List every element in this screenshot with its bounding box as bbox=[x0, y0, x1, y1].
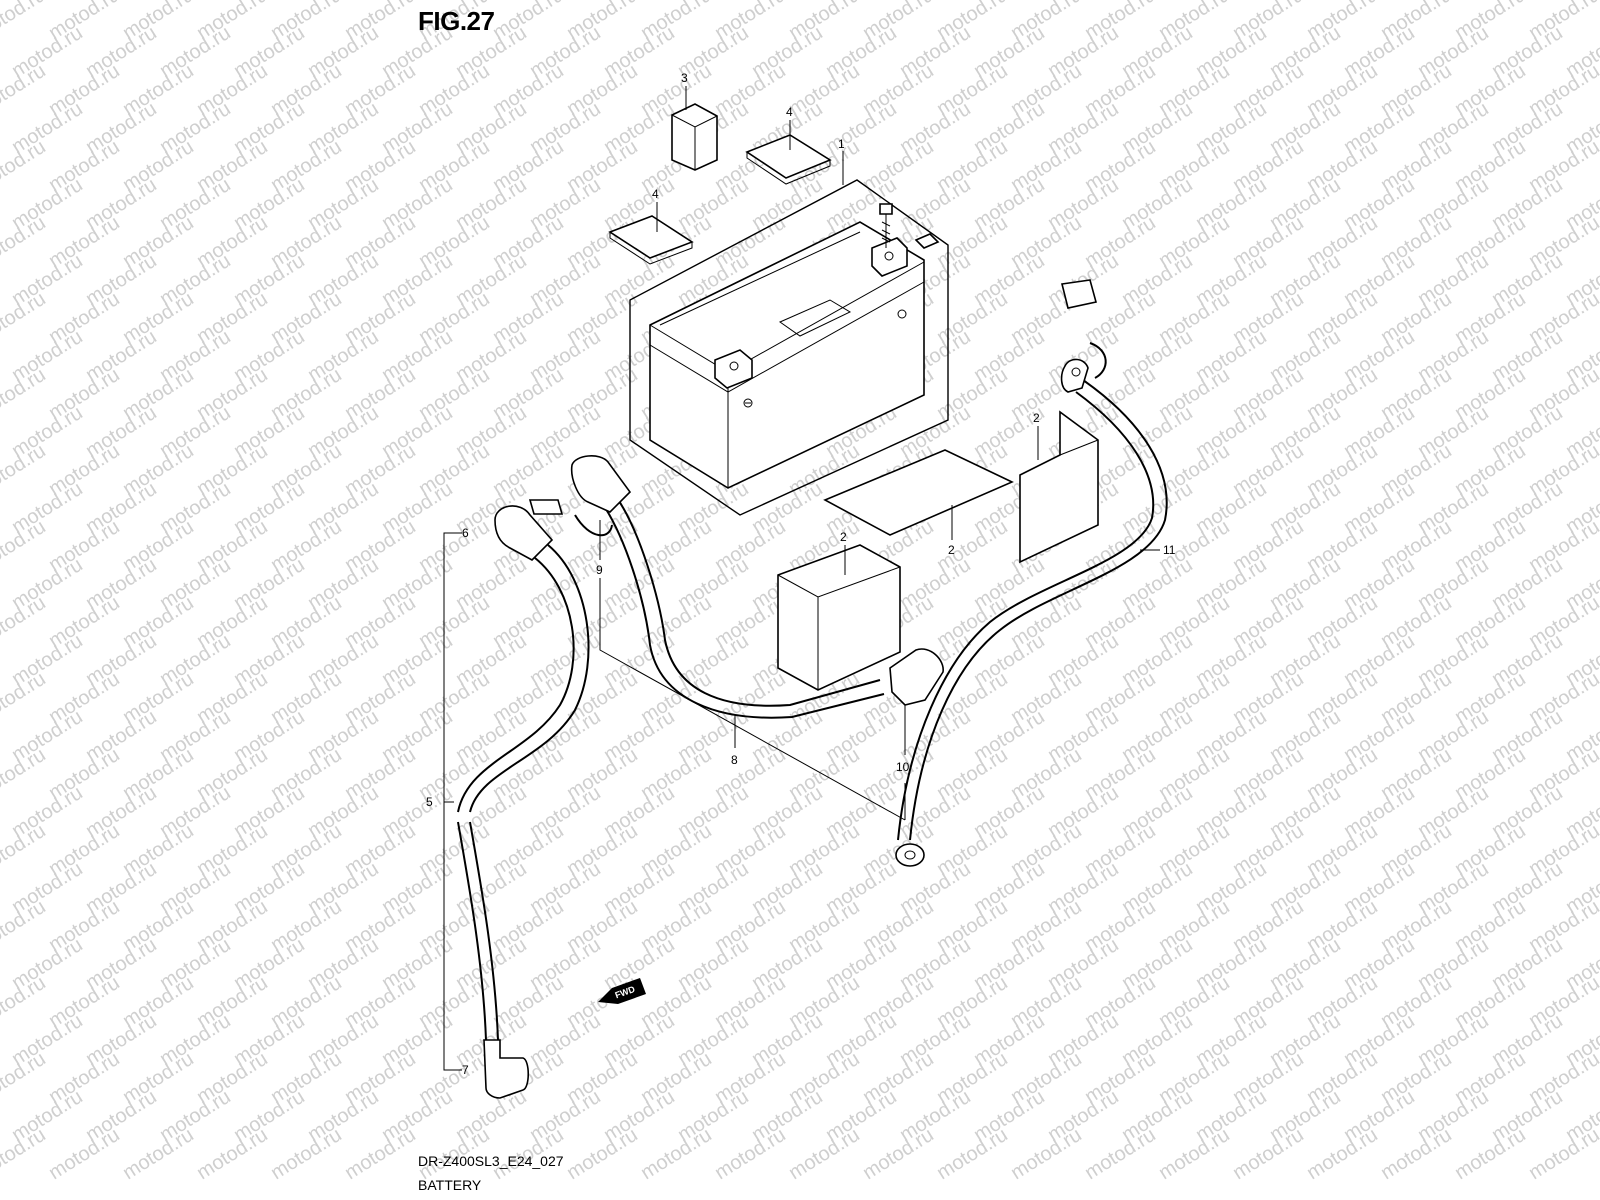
ground-terminal-ring[interactable] bbox=[895, 843, 925, 867]
watermark-text: motod.ru bbox=[0, 0, 50, 44]
diagram-code: DR-Z400SL3_E24_027 bbox=[418, 1153, 564, 1169]
callout-3: 3 bbox=[681, 71, 688, 85]
callout-2-bottom: 2 bbox=[948, 543, 955, 557]
figure-title: FIG.27 bbox=[418, 6, 495, 36]
callout-2-right: 2 bbox=[1033, 411, 1040, 425]
callout-6: 6 bbox=[462, 526, 469, 540]
callout-7: 7 bbox=[462, 1063, 469, 1077]
watermark-text: motod.ru bbox=[0, 1124, 50, 1184]
positive-battery-cable[interactable] bbox=[457, 544, 590, 1041]
callout-11: 11 bbox=[1163, 543, 1176, 557]
battery-part-block[interactable] bbox=[671, 103, 718, 171]
callout-4-upper: 4 bbox=[786, 105, 793, 119]
bracket-8-9 bbox=[599, 578, 906, 821]
terminal-cap-lower[interactable] bbox=[483, 1039, 530, 1099]
watermark-text: motod.ru bbox=[0, 136, 50, 196]
terminal-cap-10[interactable] bbox=[889, 648, 944, 706]
callout-4-lower: 4 bbox=[652, 187, 659, 201]
callout-9: 9 bbox=[596, 563, 603, 577]
watermark-text: motod.ru bbox=[0, 364, 50, 424]
callout-8: 8 bbox=[731, 753, 738, 767]
watermark-text: motod.ru bbox=[1525, 1124, 1600, 1184]
watermark-text: motod.ru bbox=[0, 668, 50, 728]
callout-1: 1 bbox=[838, 137, 845, 151]
battery-lead-cap[interactable] bbox=[570, 455, 632, 513]
watermark-text: motod.ru bbox=[0, 212, 50, 272]
forward-arrow-icon: FWD bbox=[598, 978, 646, 1004]
terminal-cap-upper[interactable] bbox=[494, 505, 554, 561]
ground-cable[interactable] bbox=[897, 342, 1168, 841]
diagram-caption: BATTERY bbox=[418, 1177, 482, 1193]
watermark-text: motod.ru bbox=[0, 972, 50, 1032]
callout-10: 10 bbox=[896, 760, 910, 774]
watermark-text: motod.ru bbox=[0, 516, 50, 576]
watermark-text: motod.ru bbox=[0, 440, 50, 500]
watermark-text: motod.ru bbox=[0, 896, 50, 956]
lead-connector[interactable] bbox=[528, 499, 564, 515]
callout-2-front: 2 bbox=[840, 530, 847, 544]
watermark-text: motod.ru bbox=[0, 592, 50, 652]
watermark-text: motod.ru bbox=[0, 1048, 50, 1108]
battery-case-pad-front[interactable] bbox=[777, 544, 901, 691]
terminal-bolt[interactable] bbox=[879, 203, 893, 248]
watermark-text: motod.ru bbox=[0, 820, 50, 880]
battery-outline-frame bbox=[629, 179, 949, 516]
ground-terminal-upper[interactable] bbox=[1060, 358, 1089, 393]
battery[interactable] bbox=[649, 221, 940, 489]
watermark-text: motod.ru bbox=[0, 288, 50, 348]
battery-lead-cable[interactable] bbox=[574, 494, 885, 719]
watermark-text: motod.ru bbox=[0, 744, 50, 804]
battery-case-pad-bottom[interactable] bbox=[823, 449, 1014, 536]
ground-connector[interactable] bbox=[1061, 279, 1097, 309]
callout-5: 5 bbox=[426, 795, 433, 809]
watermark-text: motod.ru bbox=[0, 60, 50, 120]
battery-case-pad-right[interactable] bbox=[1019, 410, 1099, 564]
